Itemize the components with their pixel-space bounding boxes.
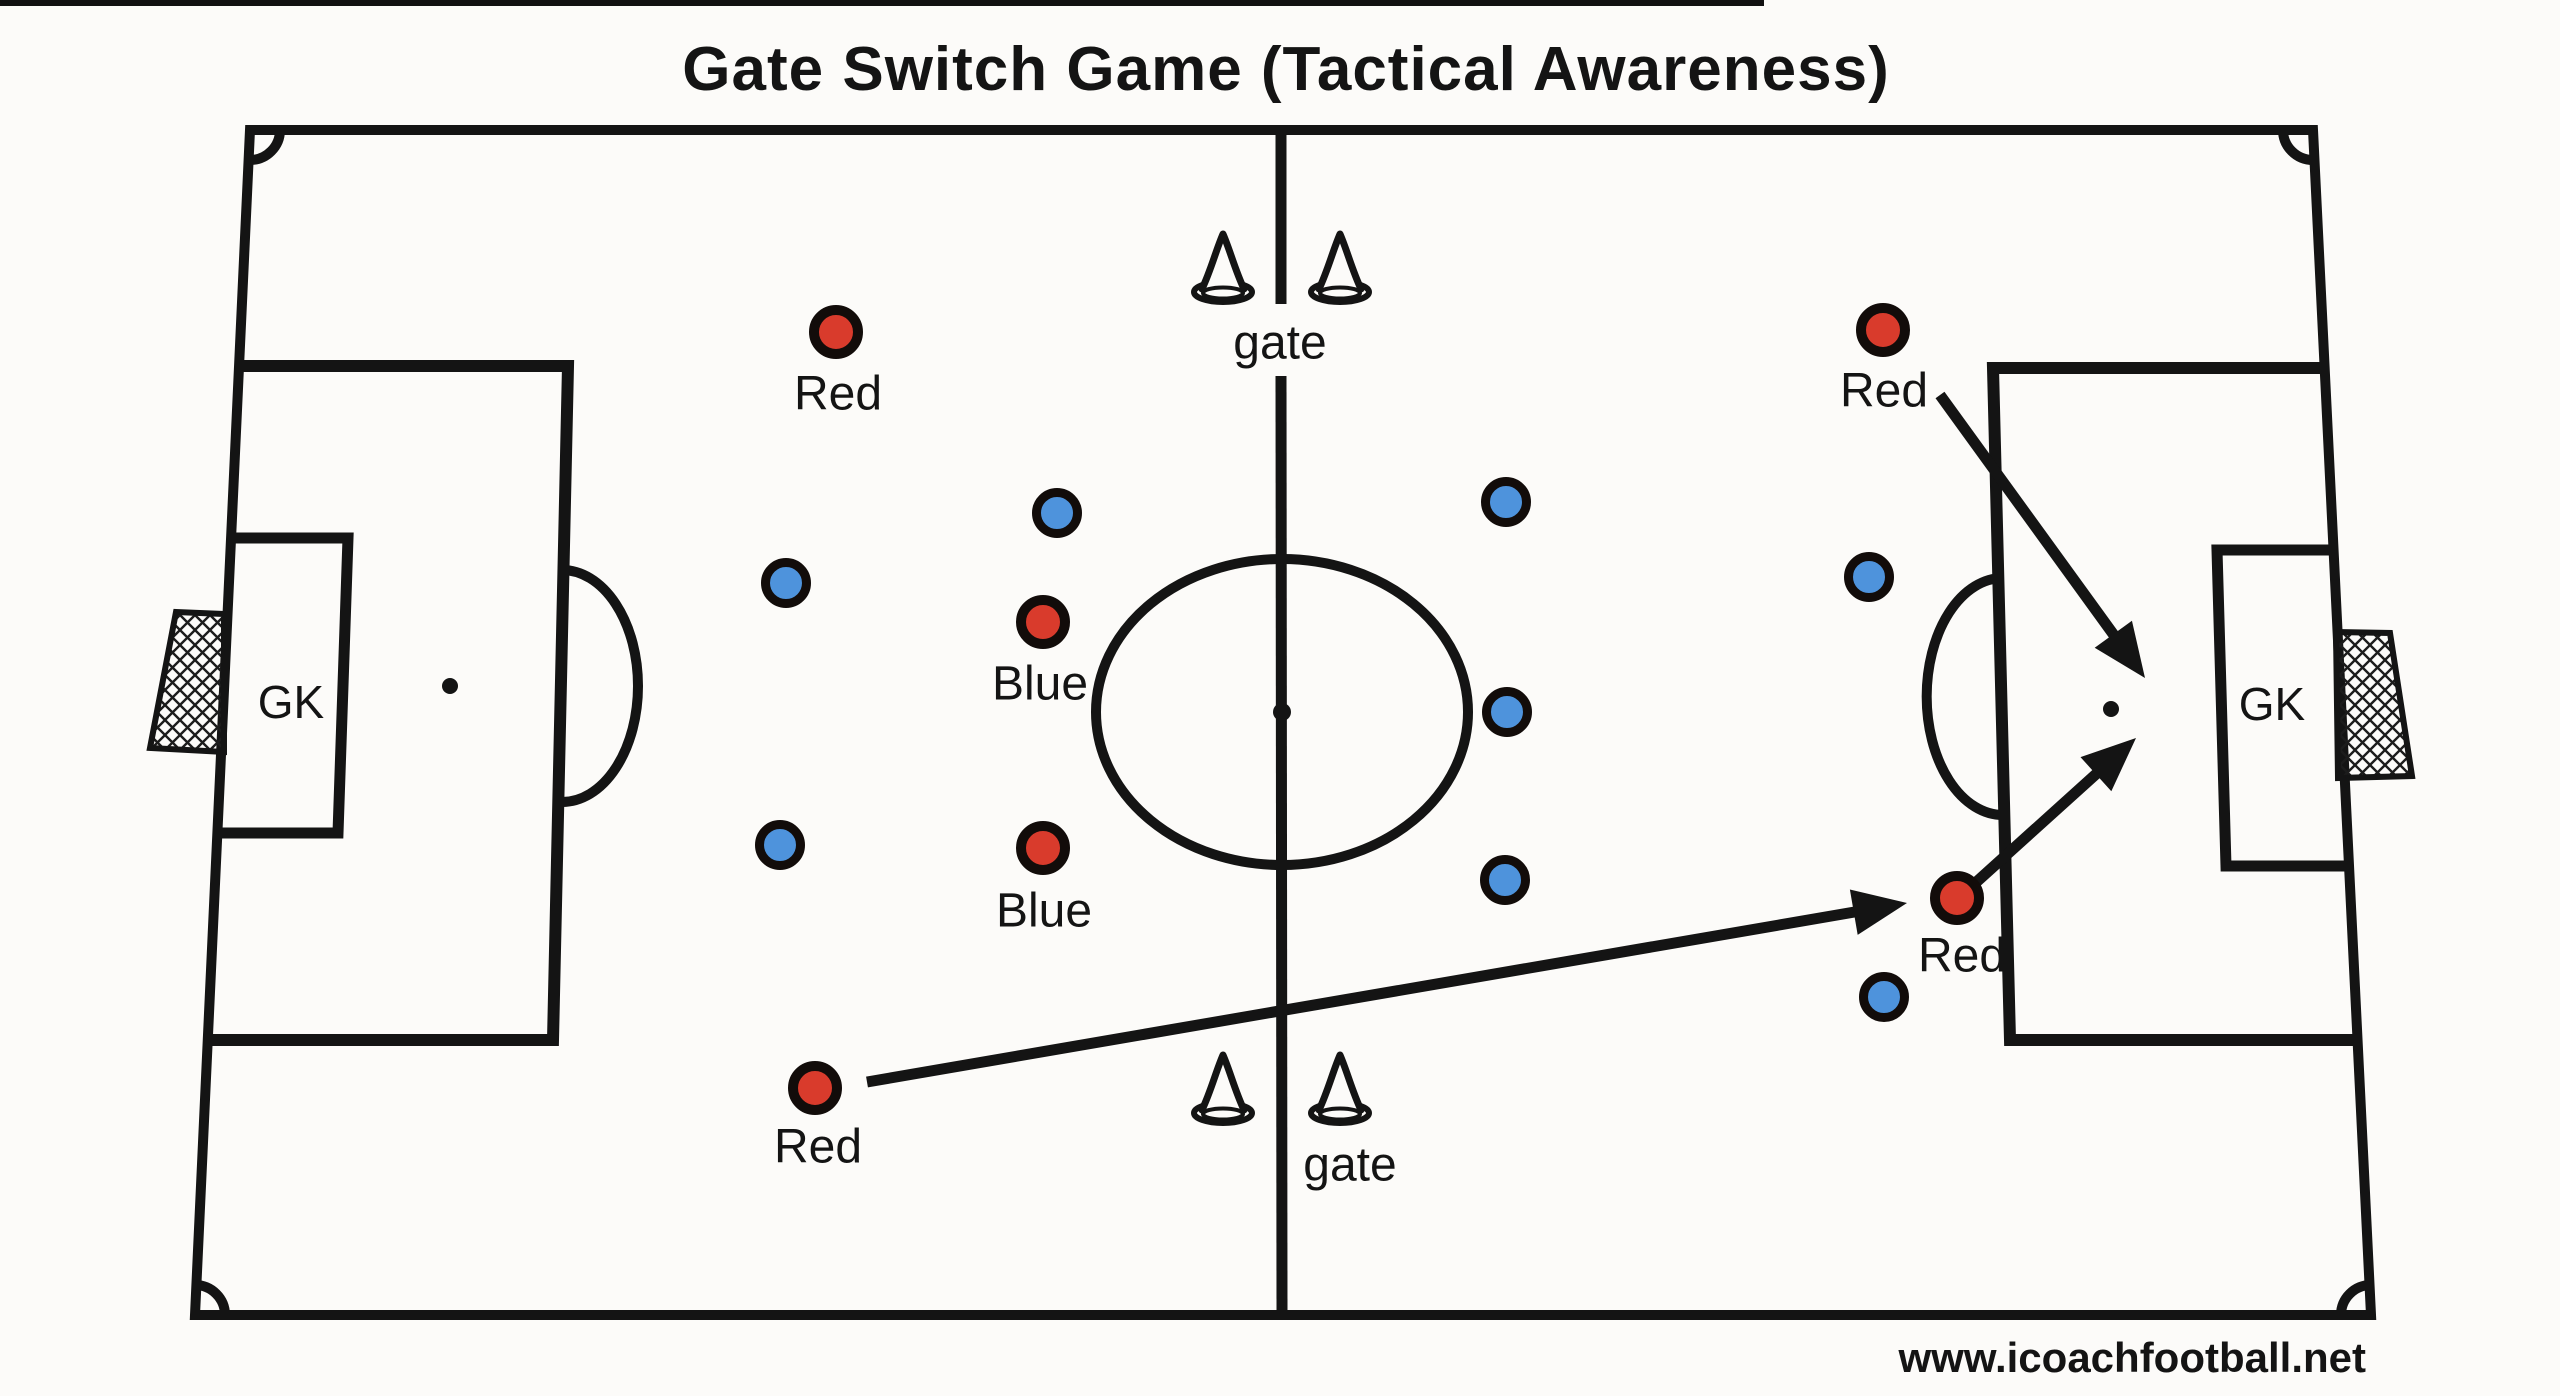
diagram-title: Gate Switch Game (Tactical Awareness): [682, 35, 1889, 104]
goal-left: [146, 608, 227, 756]
pitch-outline: [189, 125, 2377, 1320]
corner-arc-top-left: [249, 129, 285, 165]
goal-area-right: [2211, 544, 2349, 872]
arrow: [866, 889, 1907, 1088]
watermark: www.icoachfootball.net: [1898, 1334, 2366, 1381]
player-dot-blue: [1481, 477, 1531, 527]
corner-arc-bottom-right: [2336, 1280, 2372, 1316]
penalty-arc-right: [1921, 573, 2004, 820]
arrowhead-icon: [2094, 620, 2145, 678]
pitch-spot: [2103, 701, 2119, 717]
player-dot-blue: [1859, 972, 1909, 1022]
penalty-area-left: [207, 360, 643, 1046]
pitch-spots: [442, 678, 2119, 721]
player-dot-blue: [1844, 552, 1894, 602]
centre-circle: [1091, 554, 1473, 870]
arrow: [1968, 738, 2136, 891]
goal-area-left: [219, 532, 354, 839]
player-label: Blue: [996, 885, 1092, 938]
pitch-spot: [1273, 703, 1291, 721]
gk-label-right: GK: [2239, 678, 2306, 730]
player-dot-red: [1930, 871, 1984, 925]
player-dot-red: [1016, 595, 1070, 649]
pitch-spot: [442, 678, 458, 694]
player-dot-red: [809, 305, 863, 359]
player-dot-blue: [755, 820, 805, 870]
arrowhead-icon: [2080, 738, 2136, 792]
movement-arrows: [866, 391, 2145, 1088]
player-dot-red: [1856, 303, 1910, 357]
player-dot-blue: [1482, 687, 1532, 737]
gate-cones: [1191, 230, 1372, 1126]
goal-right: [2332, 628, 2416, 782]
player-label: Red: [1918, 930, 2006, 983]
gate-label-top: gate: [1233, 317, 1326, 370]
player-dot-blue: [1480, 855, 1530, 905]
penalty-area-right: [1921, 362, 2357, 1046]
cone-icon: [1191, 1051, 1255, 1126]
cone-icon: [1191, 230, 1255, 305]
top-edge-bar: [0, 0, 1764, 6]
arrowhead-icon: [1849, 889, 1907, 935]
player-label: Red: [1840, 365, 1928, 418]
corner-arc-bottom-left: [194, 1280, 230, 1316]
penalty-arc-left: [561, 565, 643, 807]
corner-arc-top-right: [2278, 129, 2314, 165]
player-dot-red: [788, 1061, 842, 1115]
arrow: [1935, 391, 2145, 678]
player-label: Red: [794, 368, 882, 421]
halfway-line: [1275, 132, 1288, 1314]
player-label: Red: [774, 1121, 862, 1174]
gate-label-bottom: gate: [1303, 1139, 1396, 1192]
player-dot-blue: [1032, 488, 1082, 538]
player-label: Blue: [992, 658, 1088, 711]
player-dot-red: [1016, 821, 1070, 875]
cone-icon: [1308, 1051, 1372, 1126]
player-dot-blue: [761, 558, 811, 608]
gk-label-left: GK: [258, 676, 325, 728]
cone-icon: [1308, 230, 1372, 305]
